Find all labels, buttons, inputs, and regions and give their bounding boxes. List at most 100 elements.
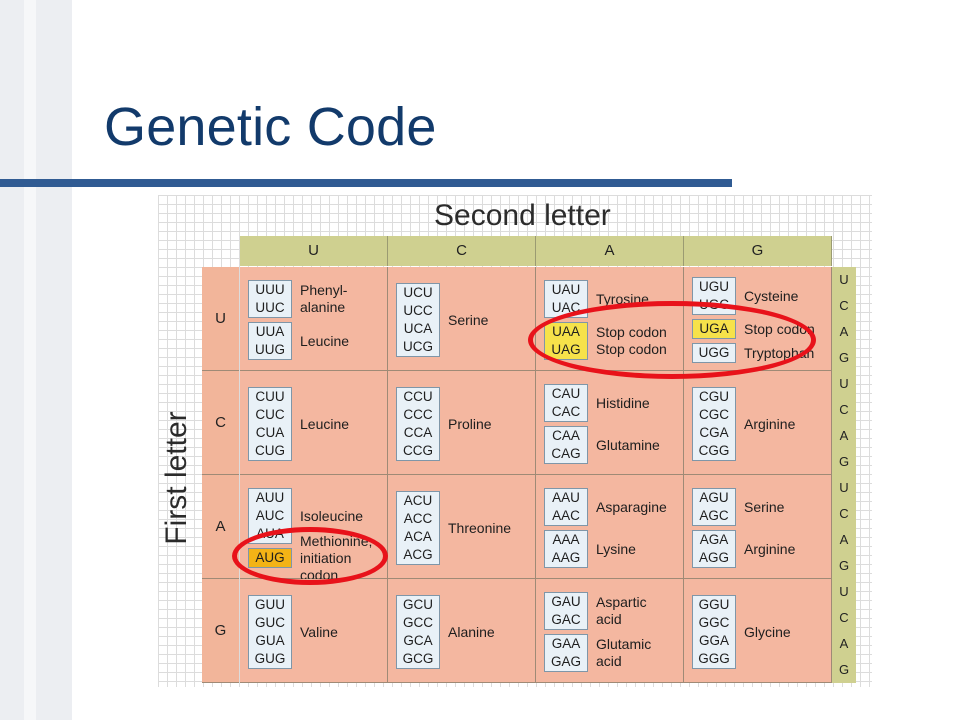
second-letter-a: A — [536, 236, 684, 266]
codon-gcg: GCG — [402, 651, 434, 666]
amino-acid-label: Isoleucine — [300, 508, 364, 524]
codon-gaa: GAA — [551, 636, 581, 651]
second-letter-c: C — [388, 236, 536, 266]
codon-agc: AGC — [699, 508, 729, 523]
codon-uca: UCA — [403, 321, 433, 336]
amino-acid-label: Threonine — [448, 520, 512, 536]
slide-title: Genetic Code — [104, 97, 437, 157]
codon-gac: GAC — [551, 612, 581, 627]
codon-aac: AAC — [552, 508, 580, 523]
codon-uuu: UUU — [255, 282, 285, 297]
codon-ucg: UCG — [403, 339, 433, 354]
codon-cgg: CGG — [698, 443, 730, 458]
codon-aau: AAU — [552, 490, 580, 505]
amino-acid-label: Lysine — [596, 541, 636, 557]
codon-aag: AAG — [551, 550, 581, 565]
amino-acid-label: Serine — [744, 499, 785, 515]
codon-cac: CAC — [551, 404, 581, 419]
codon-cgu: CGU — [699, 389, 729, 404]
codon-acg: ACG — [403, 547, 433, 562]
third-letter-gg: G — [838, 662, 850, 677]
third-letter-ca: A — [839, 428, 849, 443]
third-letter-uu: U — [839, 272, 849, 287]
codon-ggc: GGC — [698, 615, 730, 630]
first-letter-label: First letter — [160, 411, 193, 545]
codon-gcu: GCU — [403, 597, 433, 612]
amino-acid-label: Glutamine — [596, 437, 660, 453]
third-letter-cu: U — [839, 376, 849, 391]
codon-gau: GAU — [551, 594, 581, 609]
codon-cua: CUA — [255, 425, 285, 440]
codon-gug: GUG — [254, 651, 286, 666]
first-letter-g: G — [202, 579, 239, 683]
second-letter-label: Second letter — [434, 199, 611, 232]
codon-cuc: CUC — [255, 407, 285, 422]
codon-group: GAU GAC — [544, 592, 588, 630]
third-letter-gc: C — [839, 610, 849, 625]
amino-acid-label: Arginine — [744, 541, 796, 557]
amino-acid-label: Alanine — [448, 624, 495, 640]
codon-ggu: GGU — [698, 597, 730, 612]
stop-codon-ring — [528, 301, 816, 379]
amino-acid-label: Glutamic acid — [596, 636, 652, 669]
third-letter-au: U — [839, 480, 849, 495]
third-letter-column — [832, 267, 856, 683]
amino-acid-label: Glycine — [744, 624, 791, 640]
codon-cca: CCA — [403, 425, 433, 440]
first-letter-a: A — [202, 475, 239, 579]
third-letter-cc: C — [839, 402, 849, 417]
codon-group: CAA CAG — [544, 426, 588, 464]
codon-group: AGA AGG — [692, 530, 736, 568]
amino-acid-label: Aspartic acid — [596, 594, 647, 627]
amino-acid-label: Serine — [448, 312, 489, 328]
codon-cau: CAU — [551, 386, 581, 401]
codon-guu: GUU — [255, 597, 285, 612]
codon-ccc: CCC — [403, 407, 433, 422]
codon-uuc: UUC — [255, 300, 285, 315]
codon-gca: GCA — [403, 633, 433, 648]
codon-gag: GAG — [550, 654, 581, 669]
title-rule — [0, 179, 732, 187]
codon-ccu: CCU — [403, 389, 433, 404]
amino-acid-label: Asparagine — [596, 499, 667, 515]
first-letter-c: C — [202, 371, 239, 475]
codon-aga: AGA — [699, 532, 729, 547]
codon-caa: CAA — [552, 428, 580, 443]
third-letter-ag: G — [838, 558, 850, 573]
codon-gua: GUA — [255, 633, 285, 648]
amino-acid-label: Leucine — [300, 333, 350, 349]
third-letter-ug: G — [838, 350, 850, 365]
codon-aca: ACA — [404, 529, 432, 544]
codon-cag: CAG — [551, 446, 581, 461]
side-bar-stripe — [24, 0, 36, 720]
codon-agg: AGG — [698, 550, 729, 565]
amino-acid-label: Valine — [300, 624, 338, 640]
third-letter-ac: C — [839, 506, 849, 521]
third-letter-ga: A — [839, 636, 849, 651]
codon-uug: UUG — [255, 342, 285, 357]
codon-group: GAA GAG — [544, 634, 588, 672]
third-letter-uc: C — [839, 298, 849, 313]
codon-auu: AUU — [255, 490, 285, 505]
codon-cga: CGA — [699, 425, 729, 440]
second-letter-u: U — [240, 236, 388, 266]
third-letter-gu: U — [839, 584, 849, 599]
third-letter-ua: A — [839, 324, 849, 339]
slide-side-bar — [0, 0, 72, 720]
codon-acu: ACU — [403, 493, 433, 508]
amino-acid-label: Proline — [448, 416, 492, 432]
codon-gga: GGA — [698, 633, 729, 648]
codon-ccg: CCG — [403, 443, 433, 458]
first-letter-column — [202, 267, 239, 683]
codon-ugu: UGU — [699, 279, 729, 294]
third-letter-cg: G — [838, 454, 850, 469]
